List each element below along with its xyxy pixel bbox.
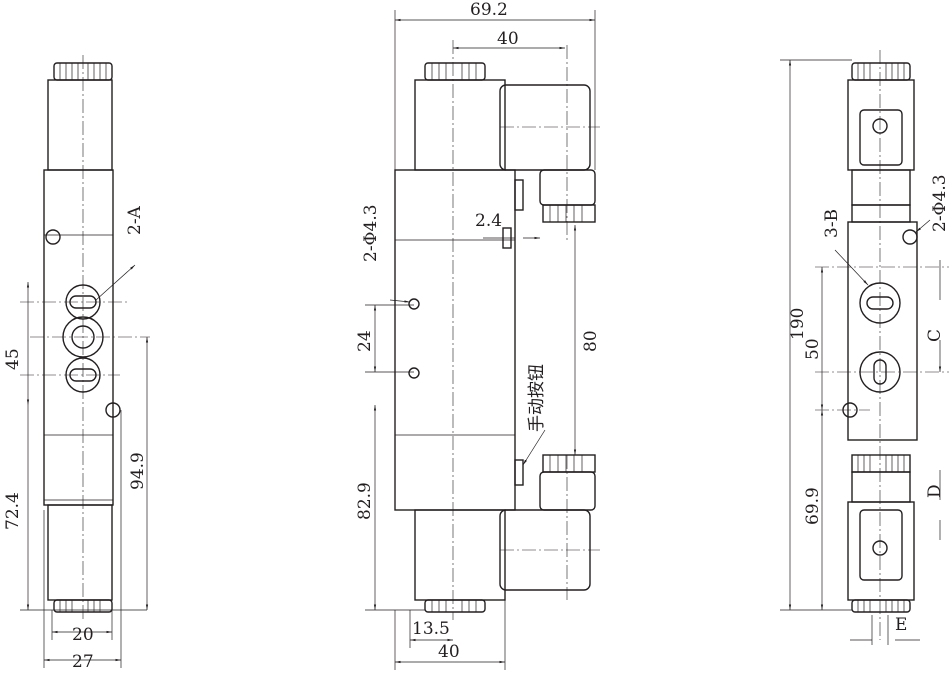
- dim-13-5: 13.5: [412, 619, 450, 639]
- front-hole-label: 2-Φ4.3: [361, 204, 381, 262]
- dim-2-4: 2.4: [475, 211, 502, 231]
- dim-82-9: 82.9: [355, 482, 375, 520]
- right-view: [780, 50, 949, 645]
- dim-69-9: 69.9: [803, 487, 823, 525]
- label-c: C: [925, 329, 945, 342]
- dim-72-4: 72.4: [3, 492, 23, 530]
- dim-50: 50: [803, 338, 823, 360]
- dim-40-top: 40: [497, 29, 519, 49]
- dim-69-2: 69.2: [470, 0, 508, 20]
- dim-20: 20: [72, 625, 94, 645]
- dim-40-bottom: 40: [438, 642, 460, 662]
- front-view: [365, 10, 600, 670]
- dim-80: 80: [581, 330, 601, 352]
- left-port-label: 2-A: [125, 205, 145, 235]
- dim-190: 190: [788, 308, 808, 340]
- right-hole-label: 2-Φ4.3: [930, 174, 949, 232]
- manual-button-label: 手动按钮: [527, 364, 547, 432]
- dim-45: 45: [3, 348, 23, 370]
- right-port-label: 3-B: [822, 209, 842, 238]
- label-d: D: [925, 484, 945, 498]
- dim-24: 24: [355, 330, 375, 352]
- dim-94-9: 94.9: [128, 452, 148, 490]
- dim-27: 27: [72, 652, 94, 672]
- label-e: E: [895, 615, 907, 635]
- left-view: [20, 55, 150, 668]
